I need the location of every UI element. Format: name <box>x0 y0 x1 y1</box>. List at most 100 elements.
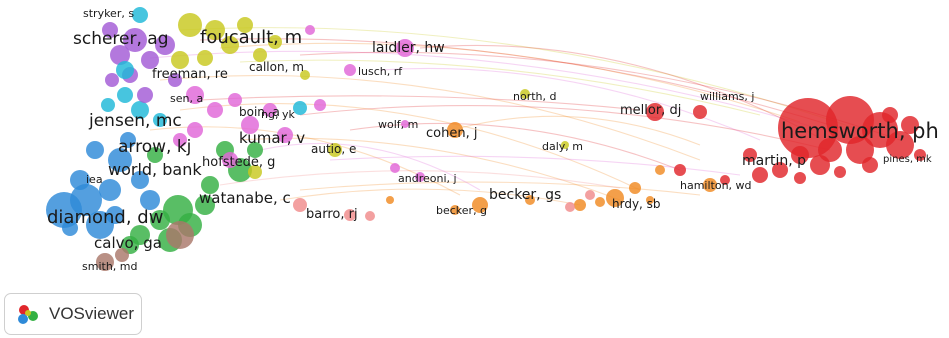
network-node[interactable] <box>178 13 202 37</box>
network-node[interactable] <box>166 221 194 249</box>
network-node[interactable] <box>201 176 219 194</box>
network-node[interactable] <box>253 48 267 62</box>
network-node[interactable] <box>141 51 159 69</box>
node-label[interactable]: hrdy, sb <box>612 197 661 211</box>
network-node[interactable] <box>173 133 187 147</box>
network-node[interactable] <box>646 103 664 121</box>
node-label[interactable]: jensen, mc <box>88 111 182 131</box>
network-node[interactable] <box>629 182 641 194</box>
network-node[interactable] <box>115 248 129 262</box>
node-label[interactable]: daly, m <box>542 140 583 153</box>
network-node[interactable] <box>703 178 717 192</box>
network-node[interactable] <box>222 152 238 168</box>
network-node[interactable] <box>810 155 830 175</box>
node-label[interactable]: diamond, dw <box>47 207 163 228</box>
network-node[interactable] <box>102 22 118 38</box>
network-node[interactable] <box>221 36 239 54</box>
network-node[interactable] <box>293 101 307 115</box>
network-node[interactable] <box>314 99 326 111</box>
network-node[interactable] <box>565 202 575 212</box>
network-node[interactable] <box>574 199 586 211</box>
network-node[interactable] <box>132 7 148 23</box>
network-node[interactable] <box>207 102 223 118</box>
network-node[interactable] <box>450 205 460 215</box>
network-node[interactable] <box>674 164 686 176</box>
network-node[interactable] <box>901 116 919 134</box>
node-label[interactable]: sen, a <box>170 92 203 105</box>
network-node[interactable] <box>108 148 132 172</box>
node-label[interactable]: becker, g <box>436 204 487 217</box>
network-node[interactable] <box>794 172 806 184</box>
network-node[interactable] <box>525 195 535 205</box>
network-node[interactable] <box>247 142 263 158</box>
node-label[interactable]: freeman, re <box>152 67 228 82</box>
node-label[interactable]: boin, a <box>239 105 280 119</box>
node-label[interactable]: barro, rj <box>306 207 358 222</box>
network-node[interactable] <box>655 165 665 175</box>
network-node[interactable] <box>195 195 215 215</box>
network-node[interactable] <box>187 122 203 138</box>
node-label[interactable]: laidler, hw <box>372 40 445 56</box>
node-label[interactable]: north, d <box>513 90 556 103</box>
network-node[interactable] <box>99 179 121 201</box>
network-node[interactable] <box>886 131 914 159</box>
network-node[interactable] <box>305 25 315 35</box>
network-node[interactable] <box>344 64 356 76</box>
node-label[interactable]: hemsworth, ph <box>781 119 939 143</box>
network-node[interactable] <box>472 197 488 213</box>
network-node[interactable] <box>862 157 878 173</box>
node-label[interactable]: kumar, v <box>239 129 305 147</box>
network-node[interactable] <box>772 162 788 178</box>
network-node[interactable] <box>846 136 874 164</box>
network-node[interactable] <box>834 166 846 178</box>
network-node[interactable] <box>401 120 409 128</box>
network-node[interactable] <box>106 206 124 224</box>
network-node[interactable] <box>365 211 375 221</box>
network-node[interactable] <box>120 132 136 148</box>
network-node[interactable] <box>110 45 130 65</box>
network-node[interactable] <box>585 190 595 200</box>
network-node[interactable] <box>693 105 707 119</box>
network-node[interactable] <box>137 87 153 103</box>
network-node[interactable] <box>117 87 133 103</box>
network-node[interactable] <box>131 171 149 189</box>
network-node[interactable] <box>752 167 768 183</box>
node-label[interactable]: mellor, dj <box>620 103 681 118</box>
network-node[interactable] <box>606 189 624 207</box>
network-node[interactable] <box>228 93 242 107</box>
network-node[interactable] <box>386 196 394 204</box>
network-node[interactable] <box>248 165 262 179</box>
network-node[interactable] <box>646 196 654 204</box>
network-node[interactable] <box>344 209 356 221</box>
network-node[interactable] <box>743 148 757 162</box>
node-label[interactable]: calvo, ga <box>94 234 162 252</box>
network-node[interactable] <box>147 147 163 163</box>
network-node[interactable] <box>168 73 182 87</box>
node-label[interactable]: smith, md <box>82 260 137 273</box>
network-node[interactable] <box>131 101 149 119</box>
network-node[interactable] <box>153 113 167 127</box>
network-node[interactable] <box>101 98 115 112</box>
network-node[interactable] <box>595 197 605 207</box>
network-node[interactable] <box>171 51 189 69</box>
network-node[interactable] <box>914 149 926 161</box>
network-node[interactable] <box>123 28 147 52</box>
network-node[interactable] <box>237 17 253 33</box>
node-label[interactable]: andreoni, j <box>398 172 457 185</box>
node-label[interactable]: martin, p <box>742 153 806 169</box>
node-label[interactable]: ng, yk <box>261 108 295 121</box>
network-node[interactable] <box>268 35 282 49</box>
network-node[interactable] <box>70 184 102 216</box>
network-node[interactable] <box>561 141 569 149</box>
network-node[interactable] <box>328 143 342 157</box>
network-node[interactable] <box>520 89 530 99</box>
network-node[interactable] <box>96 253 114 271</box>
network-node[interactable] <box>86 141 104 159</box>
network-node[interactable] <box>241 116 259 134</box>
network-node[interactable] <box>155 35 175 55</box>
node-label[interactable]: iea <box>86 173 103 186</box>
network-node[interactable] <box>205 20 225 40</box>
node-label[interactable]: scherer, ag <box>73 29 169 49</box>
node-label[interactable]: pines, mk <box>883 154 932 165</box>
network-node[interactable] <box>300 70 310 80</box>
